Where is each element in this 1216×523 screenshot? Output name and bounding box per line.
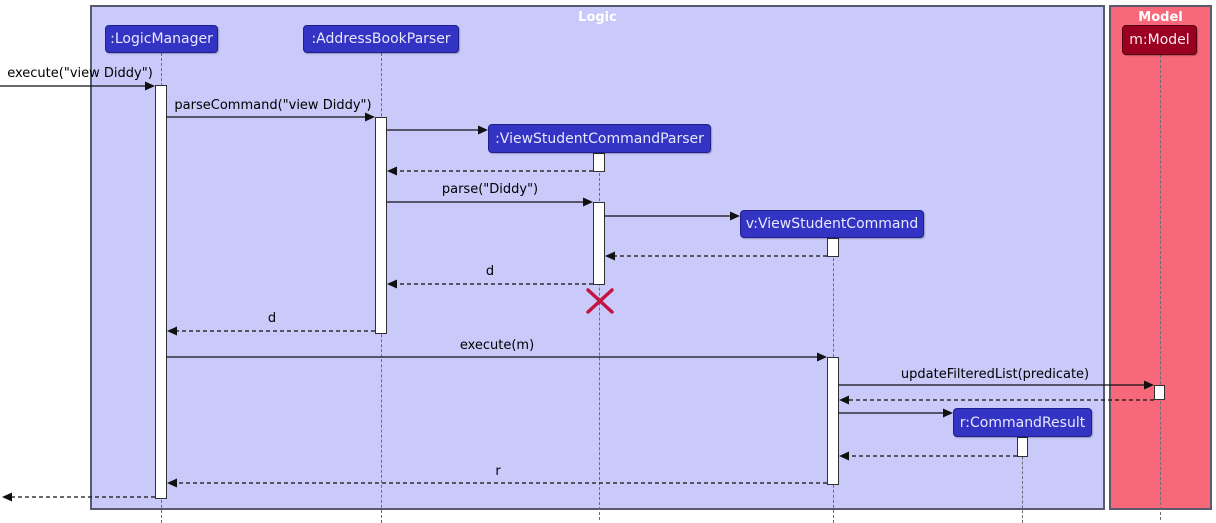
participant-address-book-parser: :AddressBookParser — [303, 25, 459, 53]
message-label-execute-m: execute(m) — [459, 338, 535, 353]
participant-model-label: m:Model — [1129, 32, 1190, 48]
participant-view-student-command-parser-label: :ViewStudentCommandParser — [495, 130, 704, 147]
activation-parser-create — [593, 153, 605, 172]
participant-address-book-parser-label: :AddressBookParser — [311, 31, 451, 47]
message-label-parse-diddy: parse("Diddy") — [441, 182, 539, 197]
participant-view-student-command-label: v:ViewStudentCommand — [745, 216, 919, 232]
logic-frame-title: Logic — [578, 10, 617, 25]
activation-command-result — [1017, 437, 1028, 457]
activation-command-create — [827, 238, 839, 257]
participant-logic-manager-label: :LogicManager — [110, 31, 213, 47]
message-label-update-filtered-list: updateFilteredList(predicate) — [900, 367, 1090, 382]
participant-logic-manager: :LogicManager — [105, 25, 218, 53]
participant-model: m:Model — [1122, 25, 1197, 55]
message-label-parse-command: parseCommand("view Diddy") — [174, 98, 372, 113]
lifeline-view-student-command-parser — [599, 153, 600, 520]
participant-view-student-command: v:ViewStudentCommand — [740, 210, 924, 238]
activation-address-book-parser — [375, 117, 387, 334]
message-label-return-d-parser: d — [485, 264, 495, 279]
activation-parser-parse — [593, 202, 605, 285]
model-frame-title: Model — [1138, 10, 1183, 25]
participant-command-result-label: r:CommandResult — [959, 414, 1086, 431]
lifeline-model — [1160, 55, 1161, 520]
message-label-return-r: r — [495, 464, 501, 479]
activation-command-execute — [827, 357, 839, 485]
message-label-execute-view: execute("view Diddy") — [7, 66, 153, 81]
message-label-return-d-logic: d — [267, 311, 277, 326]
participant-view-student-command-parser: :ViewStudentCommandParser — [488, 124, 711, 153]
lifeline-command-result — [1022, 437, 1023, 523]
participant-command-result: r:CommandResult — [953, 408, 1092, 437]
activation-model — [1154, 385, 1165, 400]
activation-logic-manager — [155, 85, 167, 499]
